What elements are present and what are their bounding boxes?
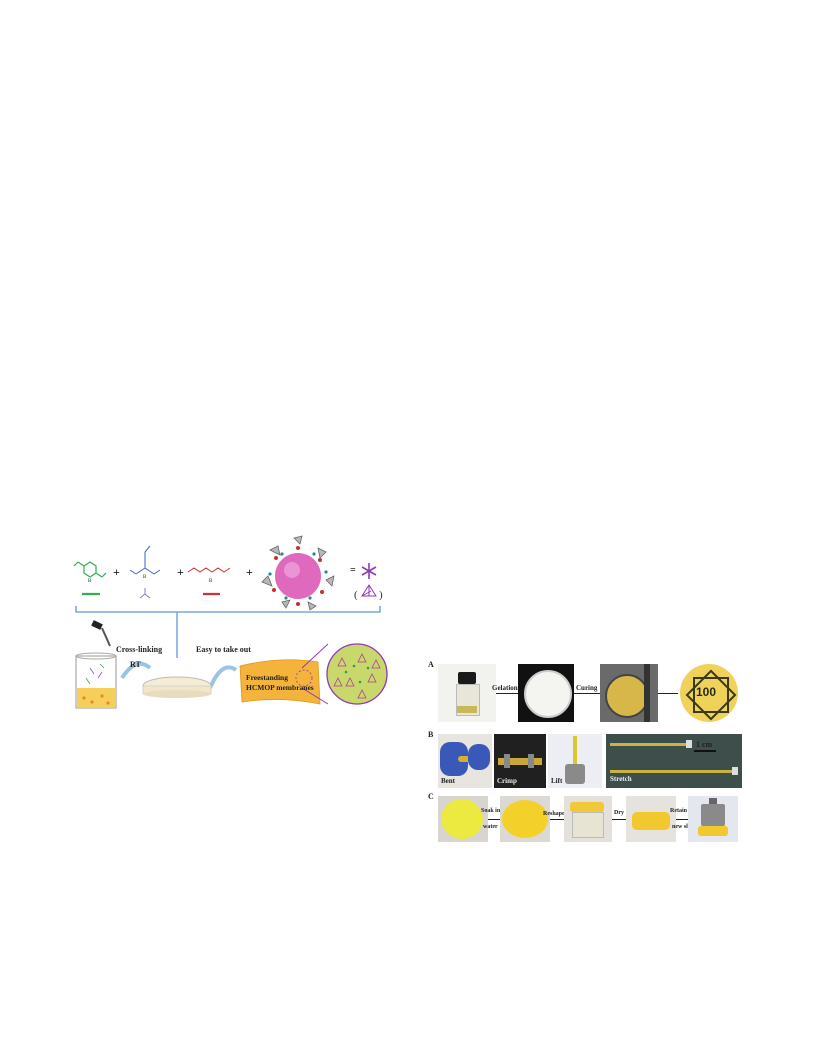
bent-label: Bent bbox=[441, 777, 455, 785]
bent-photo bbox=[438, 734, 492, 788]
crosslinking-label: Cross-linking bbox=[116, 645, 163, 654]
membrane-label-line1: Freestanding bbox=[246, 673, 288, 682]
easy-take-out-label: Easy to take out bbox=[196, 645, 251, 654]
badge-photo: 100 bbox=[678, 664, 740, 722]
plus-sign-2: + bbox=[177, 565, 184, 579]
petri-dish-illustration bbox=[142, 676, 212, 698]
panel-a-label: A bbox=[428, 660, 434, 669]
stretch-photo bbox=[606, 734, 742, 788]
crimp-label: Crimp bbox=[497, 777, 517, 785]
soak-label-line1: Soak in bbox=[481, 808, 501, 814]
scale-bar-label: 1 cm bbox=[696, 740, 713, 749]
plus-sign-1: + bbox=[113, 565, 120, 579]
svg-text:): ) bbox=[379, 589, 383, 601]
reagent-bracket bbox=[75, 606, 381, 613]
rt-label: RT bbox=[130, 660, 141, 669]
reshaped-membrane-photo bbox=[564, 796, 612, 842]
svg-text:(: ( bbox=[354, 589, 358, 601]
synthesis-scheme-figure: ( ) bbox=[70, 528, 390, 713]
stretch-label: Stretch bbox=[610, 775, 632, 783]
tripod-symbol bbox=[139, 588, 151, 599]
crosslinking-arrow bbox=[120, 661, 152, 680]
crimp-photo bbox=[494, 734, 546, 788]
membrane-label-line2: HCMOP membranes bbox=[246, 683, 314, 692]
retain-label-line1: Retain the bbox=[670, 808, 697, 814]
reagent-2-label: B bbox=[143, 575, 147, 580]
dropper-illustration bbox=[91, 620, 111, 647]
badge-number: 100 bbox=[696, 685, 717, 699]
beaker-illustration bbox=[75, 652, 117, 709]
equals-sign: = bbox=[350, 565, 356, 576]
retain-label-line2: new shape bbox=[672, 824, 699, 830]
dry-label: Dry bbox=[614, 810, 624, 816]
take-out-arrow bbox=[208, 665, 238, 689]
mop-cage-structure bbox=[261, 535, 335, 611]
asterisk-symbol bbox=[361, 563, 377, 579]
linear-amine-structure bbox=[187, 567, 231, 573]
tetrahedron-symbol bbox=[361, 584, 377, 597]
soaked-membrane-photo bbox=[500, 796, 550, 842]
scale-bar bbox=[694, 750, 716, 752]
dried-membrane-photo bbox=[626, 796, 676, 842]
plus-sign-3: + bbox=[246, 565, 253, 579]
reshape-label: Reshape bbox=[543, 811, 565, 817]
panel-c-label: C bbox=[428, 792, 434, 801]
curing-label: Curing bbox=[576, 684, 598, 692]
panel-b-label: B bbox=[428, 730, 434, 739]
soak-label-line2: water bbox=[483, 824, 498, 830]
reagent-3-label: B bbox=[209, 579, 213, 584]
divinylbenzene-structure bbox=[73, 561, 107, 578]
synthesis-scheme-graphic: ( ) bbox=[73, 535, 388, 709]
tripodal-amine-structure bbox=[129, 545, 161, 575]
membrane-photos-figure: A Gelation Curing 100 B Bent Crimp Lift bbox=[426, 658, 742, 844]
cured-membrane-photo bbox=[600, 664, 658, 722]
lift-photo bbox=[548, 734, 602, 788]
weight-on-membrane-photo bbox=[688, 796, 738, 842]
petri-dish-photo bbox=[518, 664, 574, 722]
lift-label: Lift bbox=[551, 777, 563, 785]
reagent-1-label: B bbox=[88, 579, 92, 584]
vial-photo bbox=[438, 664, 496, 722]
membrane-zoom-circle bbox=[295, 643, 388, 705]
flat-membrane-photo bbox=[438, 796, 488, 842]
gelation-label: Gelation bbox=[492, 684, 518, 692]
